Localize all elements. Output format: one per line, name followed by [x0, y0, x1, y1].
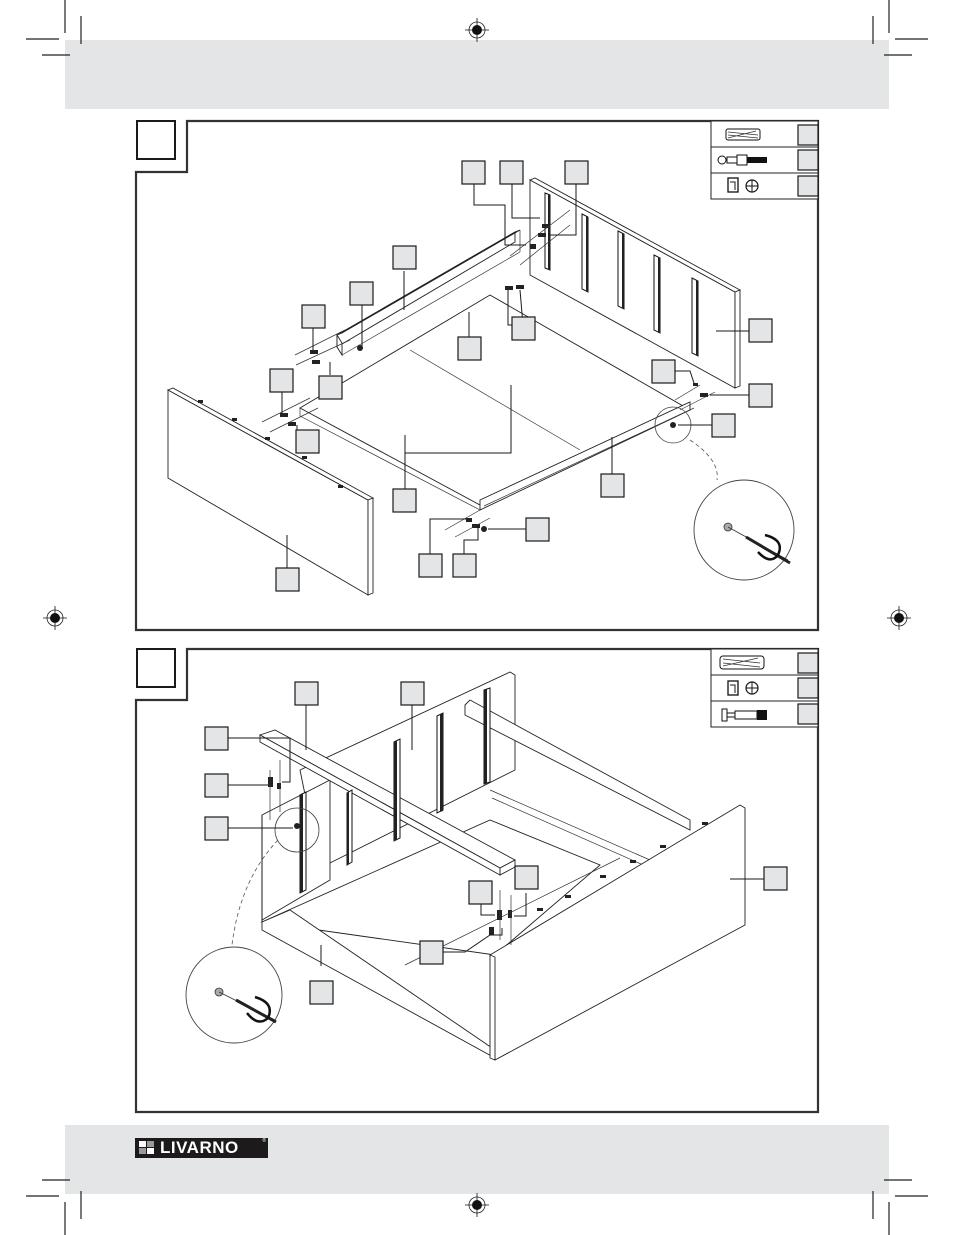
legend-count-box — [797, 677, 819, 699]
legend-count-box — [797, 175, 819, 197]
callout-box — [468, 880, 493, 905]
livarno-logo: LIVARNO ® — [135, 1138, 268, 1158]
registered-mark: ® — [262, 1138, 266, 1144]
callout-box — [275, 567, 300, 592]
callout-box — [349, 281, 374, 306]
brand-mark-icon — [139, 1141, 155, 1155]
step-1-parts-legend — [710, 120, 819, 200]
callout-box — [294, 681, 319, 706]
legend-count-box — [797, 149, 819, 171]
screwdriver-phillips-icon — [727, 177, 759, 193]
legend-count-box — [797, 124, 819, 146]
step-1-callouts — [269, 160, 773, 592]
legend-count-box — [797, 652, 819, 674]
header-band — [65, 40, 889, 109]
callout-box — [301, 304, 326, 329]
callout-box — [392, 245, 417, 270]
footer-band — [65, 1125, 889, 1194]
step-2-drawing — [185, 671, 788, 1061]
callout-box — [419, 940, 444, 965]
legend-count-box — [797, 703, 819, 725]
callout-box — [269, 368, 294, 393]
callout-box — [748, 383, 773, 408]
callout-box — [418, 553, 443, 578]
step-2-frame — [134, 647, 820, 1114]
rotate-arrow-icon — [246, 995, 272, 1023]
callout-box — [318, 375, 343, 400]
callout-box — [204, 773, 229, 798]
callout-box — [400, 681, 425, 706]
cam-bolt-screw-icon — [717, 154, 767, 166]
step-1-drawing — [166, 160, 795, 596]
registration-mark-right — [887, 606, 911, 630]
cam-bolt-icon — [721, 708, 767, 722]
callout-box — [600, 473, 625, 498]
rotate-arrow-icon — [757, 533, 782, 561]
callout-box — [651, 359, 676, 384]
screwdriver-phillips-icon — [727, 680, 759, 696]
callout-box — [564, 160, 589, 185]
bottom-panel — [260, 819, 601, 956]
registration-mark-bottom — [465, 1193, 489, 1217]
wooden-dowel-icon — [725, 128, 761, 141]
side-rail — [464, 699, 691, 831]
cam-lock-tightening-detail — [185, 946, 283, 1044]
callout-box — [295, 429, 320, 454]
wooden-dowel-icon — [719, 655, 765, 670]
callout-box — [309, 980, 334, 1005]
callout-box — [511, 316, 536, 341]
step-1-frame — [134, 119, 820, 632]
callout-box — [452, 553, 477, 578]
callout-box — [204, 816, 229, 841]
cam-lock-tightening-detail — [693, 479, 795, 581]
callout-box — [763, 866, 788, 891]
callout-box — [499, 160, 524, 185]
step-2-number-box — [136, 648, 176, 688]
callout-box — [525, 517, 550, 542]
drawer-rails — [299, 687, 491, 894]
registration-mark-top — [465, 18, 489, 42]
step-2-callouts — [204, 681, 788, 1005]
callout-box — [514, 865, 539, 890]
callout-box — [711, 413, 736, 438]
crop-marks — [26, 0, 928, 1235]
callout-box — [748, 318, 773, 343]
callout-box — [392, 488, 417, 513]
callout-box — [461, 160, 486, 185]
callout-box — [457, 336, 482, 361]
brand-name: LIVARNO — [160, 1138, 239, 1157]
step-1-number-box — [136, 120, 176, 160]
registration-mark-left — [43, 606, 67, 630]
step-2-parts-legend — [710, 648, 819, 728]
drawer-rails — [544, 192, 699, 357]
callout-box — [204, 726, 229, 751]
